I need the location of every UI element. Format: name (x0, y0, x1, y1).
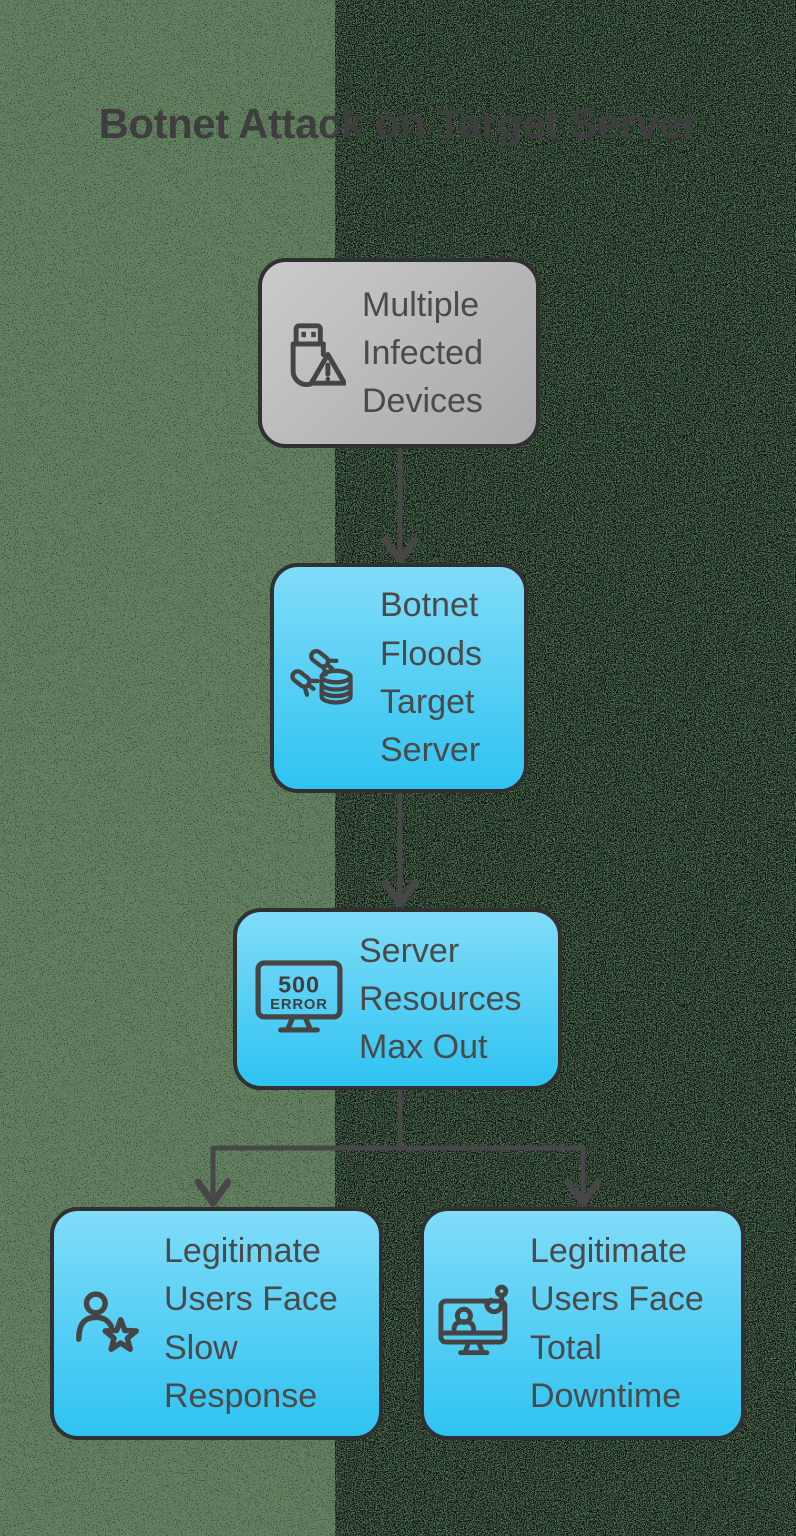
icon-error-word: ERROR (270, 997, 328, 1013)
monitor-user-hook-icon (438, 1284, 509, 1355)
server-500-error-icon: 500 ERROR (255, 959, 343, 1033)
usb-warning-icon (290, 323, 346, 387)
icon-error-code: 500 (278, 971, 320, 997)
node-label: Legitimate Users Face Slow Response (164, 1231, 338, 1415)
user-star-icon (76, 1290, 139, 1352)
node-label: Server Resources Max Out (359, 931, 522, 1067)
flow-node-server-resources-max-out: 500 ERROR Server Resources Max Out (233, 908, 562, 1090)
node-label: Multiple Infected Devices (362, 285, 483, 421)
flow-node-multiple-infected-devices: Multiple Infected Devices (258, 258, 540, 448)
bombs-database-icon (290, 648, 353, 705)
node-label: Botnet Floods Target Server (380, 586, 483, 770)
node-label: Legitimate Users Face Total Downtime (530, 1231, 704, 1415)
flow-node-legitimate-users-total-downtime: Legitimate Users Face Total Downtime (420, 1207, 745, 1440)
flow-node-legitimate-users-slow-response: Legitimate Users Face Slow Response (50, 1207, 383, 1440)
page-title: Botnet Attack on Target Server (98, 100, 698, 147)
flow-node-botnet-floods-target-server: Botnet Floods Target Server (270, 563, 528, 793)
